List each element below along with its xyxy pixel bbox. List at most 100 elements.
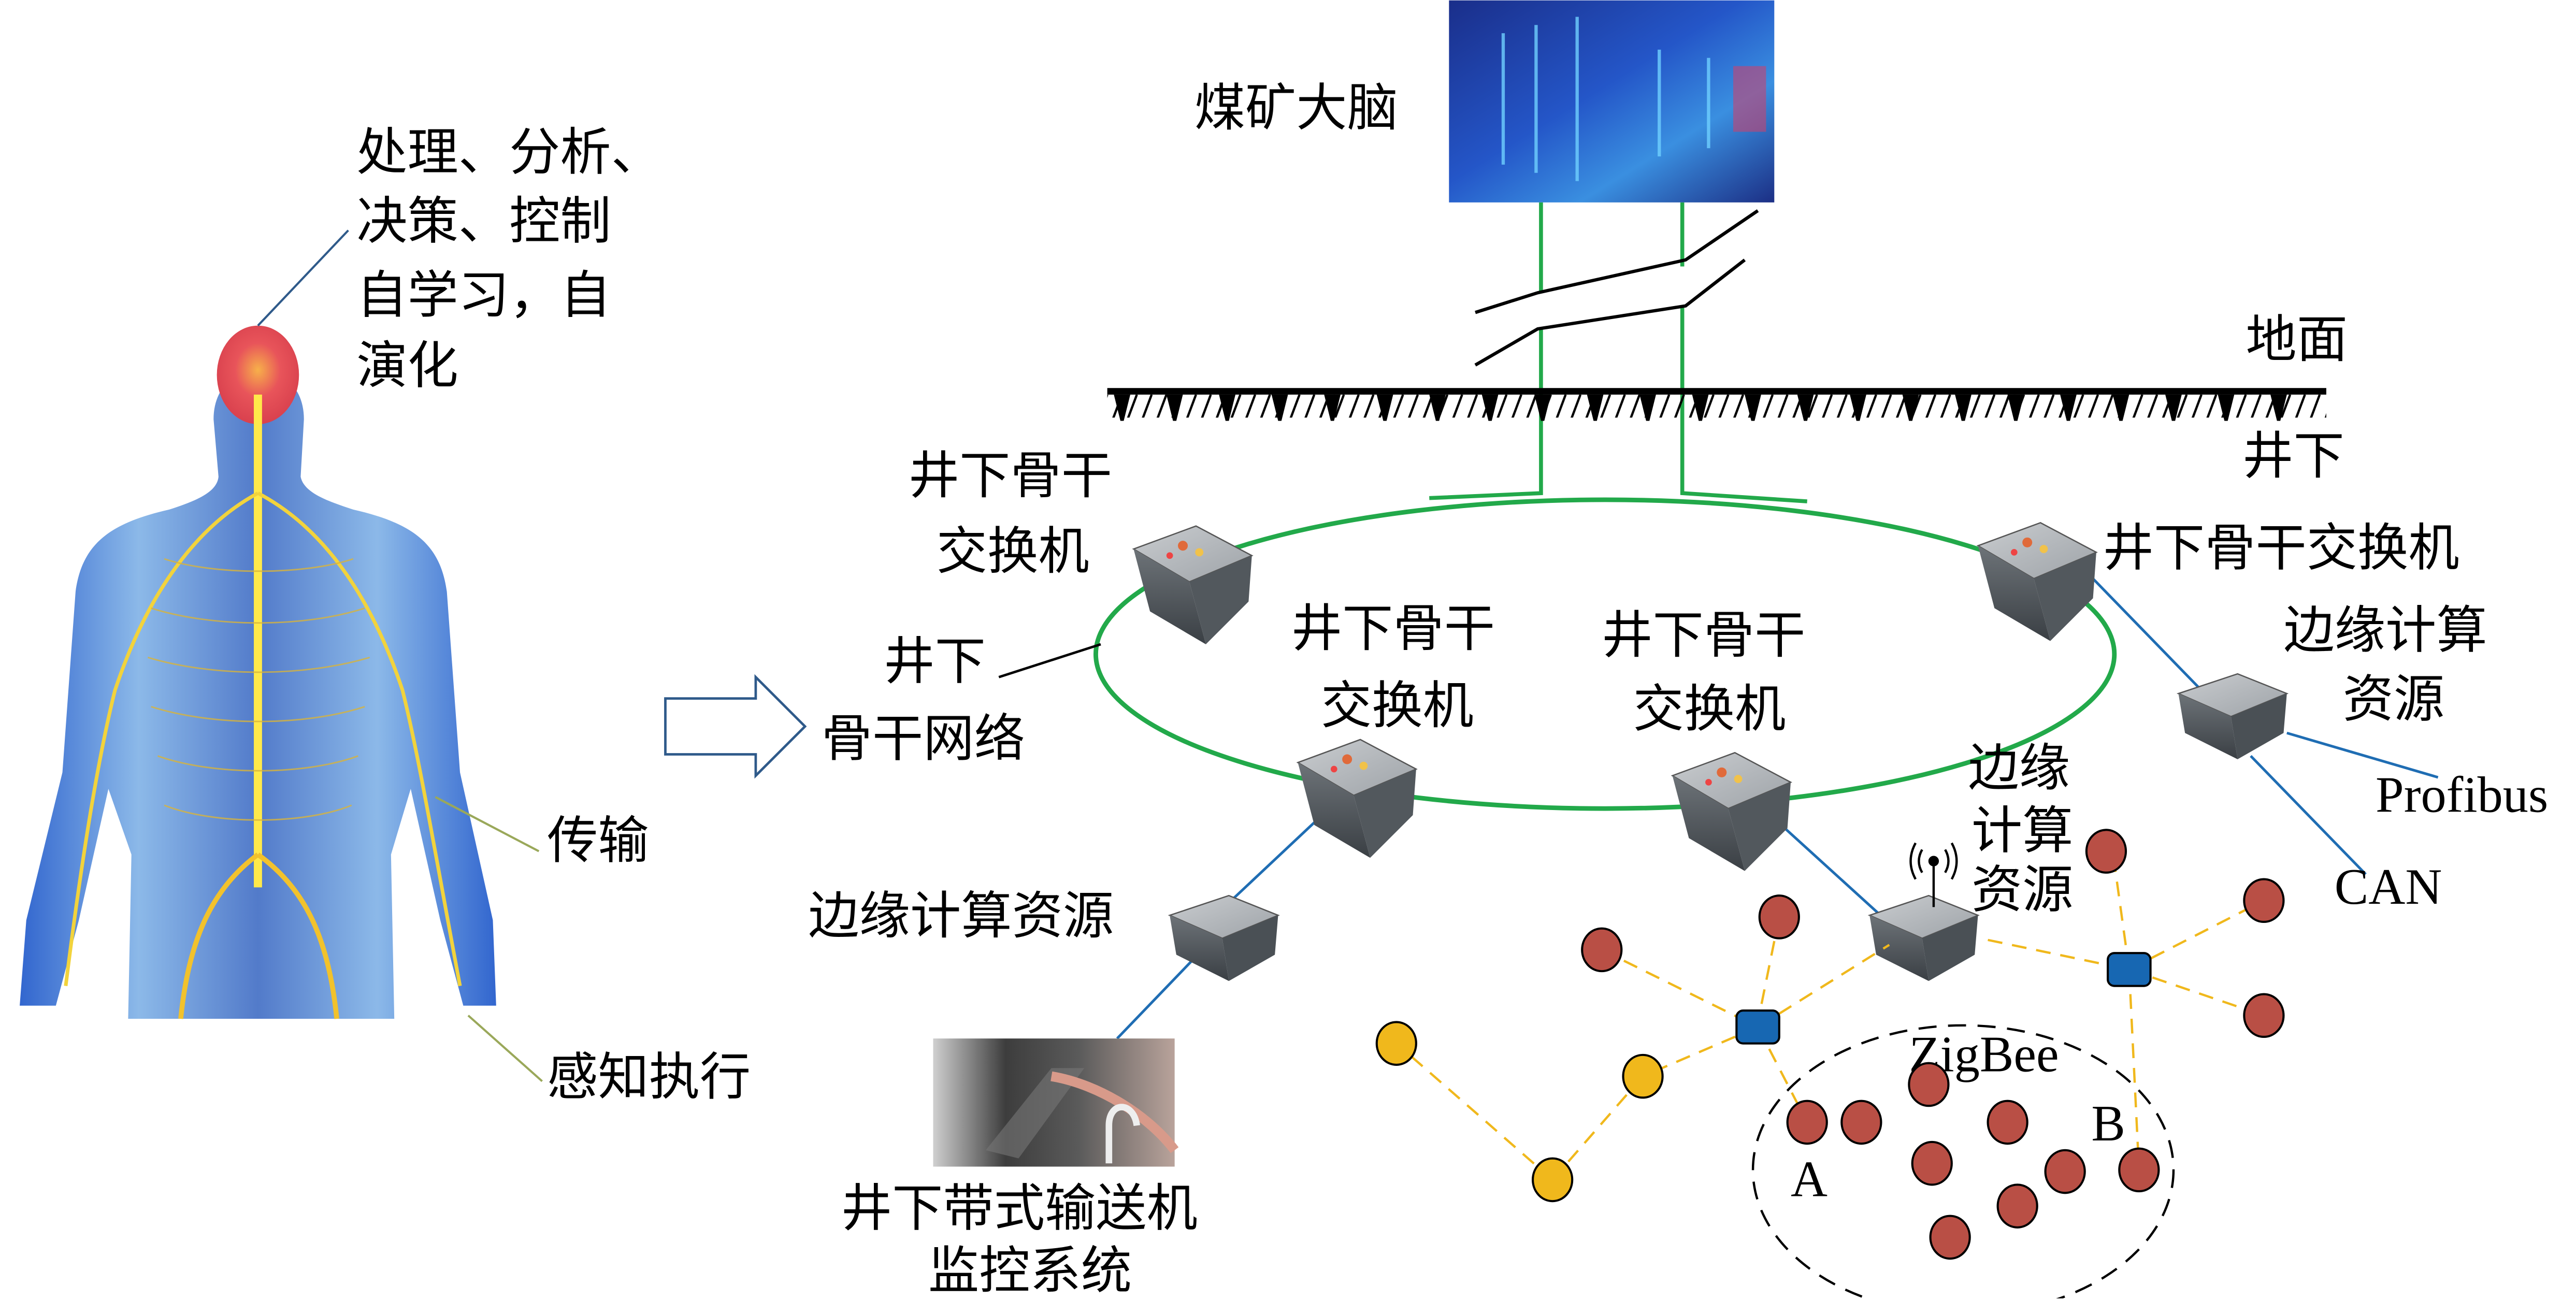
ground-hatch-mark <box>2165 394 2182 421</box>
conveyor-label-line-1: 井下带式输送机 <box>841 1179 1198 1238</box>
edge-links <box>1116 574 2439 1039</box>
backbone-switch-3[interactable] <box>1672 751 1792 872</box>
ground-hatch-mark <box>1587 394 1604 421</box>
zigbee-link <box>2128 899 2265 971</box>
edge-resource-zigbee-label-line-1: 边缘 <box>1968 739 2070 798</box>
ground-surface-line <box>1107 388 2326 421</box>
transmission-leader-line <box>435 796 540 852</box>
backbone-network-label-line-2: 骨干网络 <box>822 710 1025 769</box>
edge-resource-fieldbus[interactable] <box>2177 673 2288 760</box>
backbone-switch-4[interactable] <box>1977 522 2097 642</box>
sensor-node-yellow[interactable] <box>1532 1157 1574 1203</box>
ground-hatch-mark <box>1376 394 1393 421</box>
brain-label-line-1: 处理、分析、 <box>356 123 662 182</box>
sensor-node-yellow[interactable] <box>1375 1021 1417 1066</box>
switch-1-label-line-1: 井下骨干 <box>909 446 1112 505</box>
sensor-nodes <box>1375 829 2285 1260</box>
ground-hatch-mark <box>1639 394 1656 421</box>
sensor-node-red[interactable] <box>1929 1215 1971 1260</box>
ground-hatch-mark <box>1324 394 1341 421</box>
underground-label: 井下 <box>2242 427 2344 486</box>
sensor-node-red[interactable] <box>2243 993 2285 1038</box>
ground-hatch-mark <box>2060 394 2077 421</box>
mapping-arrow-icon <box>664 674 807 779</box>
zigbee-link <box>2128 969 2140 1170</box>
edge-resource-fieldbus-label-line-2: 资源 <box>2343 670 2445 729</box>
zigbee-cluster-boundary <box>1751 1024 2175 1301</box>
ground-hatch-mark <box>1429 394 1446 421</box>
belt-conveyor-image <box>933 1038 1179 1167</box>
perception-leader-line <box>467 1015 543 1082</box>
ground-hatch-mark <box>1271 394 1288 421</box>
backbone-switch-1[interactable] <box>1132 525 1253 645</box>
ground-hatch-mark <box>1797 394 1814 421</box>
ground-label: 地面 <box>2246 310 2348 369</box>
sensor-node-red[interactable] <box>2044 1149 2086 1194</box>
brain-label-line-3: 自学习，自 <box>356 266 611 325</box>
backbone-network-label-line-1: 井下 <box>884 632 986 691</box>
switch-3-label-line-1: 井下骨干 <box>1602 606 1805 665</box>
sensor-node-red[interactable] <box>1911 1140 1953 1186</box>
cluster-a-label: A <box>1791 1151 1827 1208</box>
ground-hatch-mark <box>1481 394 1499 421</box>
ground-hatch-mark <box>2007 394 2024 421</box>
cluster-b-label: B <box>2091 1095 2125 1152</box>
ground-hatch-mark <box>1534 394 1551 421</box>
sensor-node-red[interactable] <box>2243 878 2285 923</box>
ground-hatch-mark <box>1692 394 1709 421</box>
brain-leader-line <box>257 229 349 327</box>
switch-2-label-line-1: 井下骨干 <box>1291 599 1495 658</box>
zigbee-router-node[interactable] <box>1735 1009 1780 1045</box>
edge-resource-fieldbus-label-line-1: 边缘计算 <box>2283 601 2487 660</box>
zigbee-links <box>1395 851 2265 1181</box>
backbone-switch-2[interactable] <box>1297 739 1417 859</box>
sensor-node-red[interactable] <box>2118 1147 2160 1193</box>
transmission-label: 传输 <box>547 811 649 870</box>
perception-label: 感知执行 <box>547 1048 751 1107</box>
profibus-label: Profibus <box>2376 767 2548 823</box>
ground-hatch-mark <box>1745 394 1761 421</box>
zigbee-router-node[interactable] <box>2107 952 2152 987</box>
backbone-ring-network <box>1093 497 2117 811</box>
ground-hatch-mark <box>1219 394 1236 421</box>
sensor-node-red[interactable] <box>1786 1100 1828 1145</box>
sensor-node-red[interactable] <box>1581 927 1623 973</box>
brain-label-line-2: 决策、控制 <box>356 192 611 251</box>
ground-hatch-mark <box>2218 394 2235 421</box>
zigbee-link <box>1757 1026 1808 1123</box>
conveyor-label-line-2: 监控系统 <box>928 1241 1132 1298</box>
sensor-node-yellow[interactable] <box>1622 1053 1664 1099</box>
coal-mine-brain-label: 煤矿大脑 <box>1195 79 1398 138</box>
backbone-network-leader-line <box>998 643 1101 678</box>
trunk-fiber-lines <box>1429 202 1807 503</box>
edge-resource-zigbee-label-line-3: 资源 <box>1971 860 2074 919</box>
ground-hatch-mark <box>1955 394 1971 421</box>
edge-resource-zigbee[interactable] <box>1868 894 1979 982</box>
switch-2-label-line-2: 交换机 <box>1321 676 1474 735</box>
zigbee-link <box>1757 917 1780 1022</box>
sensor-node-red[interactable] <box>1908 1062 1950 1107</box>
switch-1-label-line-2: 交换机 <box>937 522 1089 581</box>
ground-hatch-mark <box>2270 394 2287 421</box>
brain-label-line-4: 演化 <box>356 337 458 396</box>
zigbee-link <box>1395 1043 1553 1181</box>
switch-4-label: 井下骨干交换机 <box>2103 519 2459 578</box>
can-label: CAN <box>2335 859 2442 915</box>
switch-3-label-line-2: 交换机 <box>1633 680 1786 739</box>
sensor-node-red[interactable] <box>2085 829 2127 874</box>
brain-icon <box>217 325 299 424</box>
sensor-node-red[interactable] <box>1758 894 1800 939</box>
edge-resource-zigbee-label-line-2: 计算 <box>1971 801 2074 860</box>
ground-hatch-mark <box>1850 394 1866 421</box>
ground-hatch-mark <box>1166 394 1183 421</box>
zigbee-link <box>1601 948 1759 1028</box>
edge-resource-conveyor-label: 边缘计算资源 <box>808 887 1114 946</box>
zigbee-link <box>1757 944 1890 1028</box>
ground-hatch-mark <box>2112 394 2129 421</box>
ground-hatch-mark <box>1902 394 1919 421</box>
sensor-node-red[interactable] <box>1987 1100 2028 1145</box>
sensor-node-red[interactable] <box>1840 1100 1882 1145</box>
sensor-node-red[interactable] <box>1996 1183 2038 1228</box>
